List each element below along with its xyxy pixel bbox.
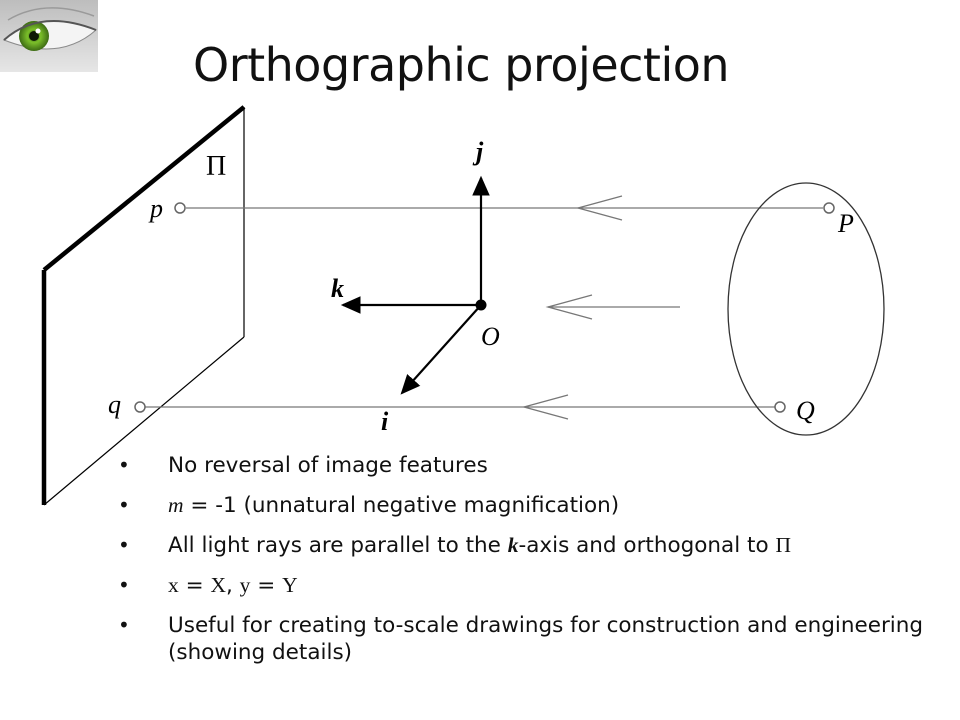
object-ellipse: [727, 182, 885, 436]
eye-icon: [0, 0, 98, 72]
point-Q-marker: [774, 401, 786, 413]
projection-rays: [145, 195, 823, 420]
point-p-marker: [174, 202, 186, 214]
point-q-marker: [134, 401, 146, 413]
separator: ,: [225, 573, 240, 598]
bullet-list: No reversal of image features m = -1 (un…: [118, 452, 938, 679]
bullet-text: All light rays are parallel to the: [168, 533, 508, 558]
projection-diagram: Π p q P Q j k i O: [41, 105, 885, 506]
origin-label: O: [481, 322, 500, 351]
page-title: Orthographic projection: [193, 38, 730, 92]
point-q-label: q: [108, 390, 121, 419]
axis-k-label: k: [331, 274, 344, 303]
bullet-item: x = X, y = Y: [118, 572, 938, 599]
camera-axes: [340, 175, 490, 395]
var-y: y: [239, 573, 251, 597]
plane-label: Π: [206, 151, 226, 182]
var-Y: Y: [282, 573, 298, 597]
var-x: x: [168, 573, 179, 597]
origin-point: [475, 299, 487, 311]
bullet-item: Useful for creating to-scale drawings fo…: [118, 612, 938, 666]
magnification-var: m: [168, 493, 184, 517]
k-axis-symbol: k: [507, 533, 519, 557]
bullet-item: No reversal of image features: [118, 452, 938, 479]
bullet-text: No reversal of image features: [168, 453, 488, 478]
point-P-label: P: [837, 209, 854, 238]
image-plane: [41, 105, 246, 506]
axis-j-label: j: [472, 137, 484, 166]
pi-symbol: Π: [775, 533, 791, 557]
bullet-text: -axis and orthogonal to: [518, 533, 776, 558]
var-X: X: [210, 573, 226, 597]
equals-sign: =: [178, 573, 211, 598]
point-p-label: p: [148, 194, 163, 223]
bullet-text: Useful for creating to-scale drawings fo…: [168, 613, 924, 665]
axis-i-label: i: [381, 407, 389, 436]
bullet-text: = -1 (unnatural negative magnification): [183, 493, 620, 518]
equals-sign: =: [250, 573, 283, 598]
point-P-marker: [823, 202, 835, 214]
point-Q-label: Q: [796, 396, 815, 425]
bullet-item: All light rays are parallel to the k-axi…: [118, 532, 938, 559]
bullet-item: m = -1 (unnatural negative magnification…: [118, 492, 938, 519]
